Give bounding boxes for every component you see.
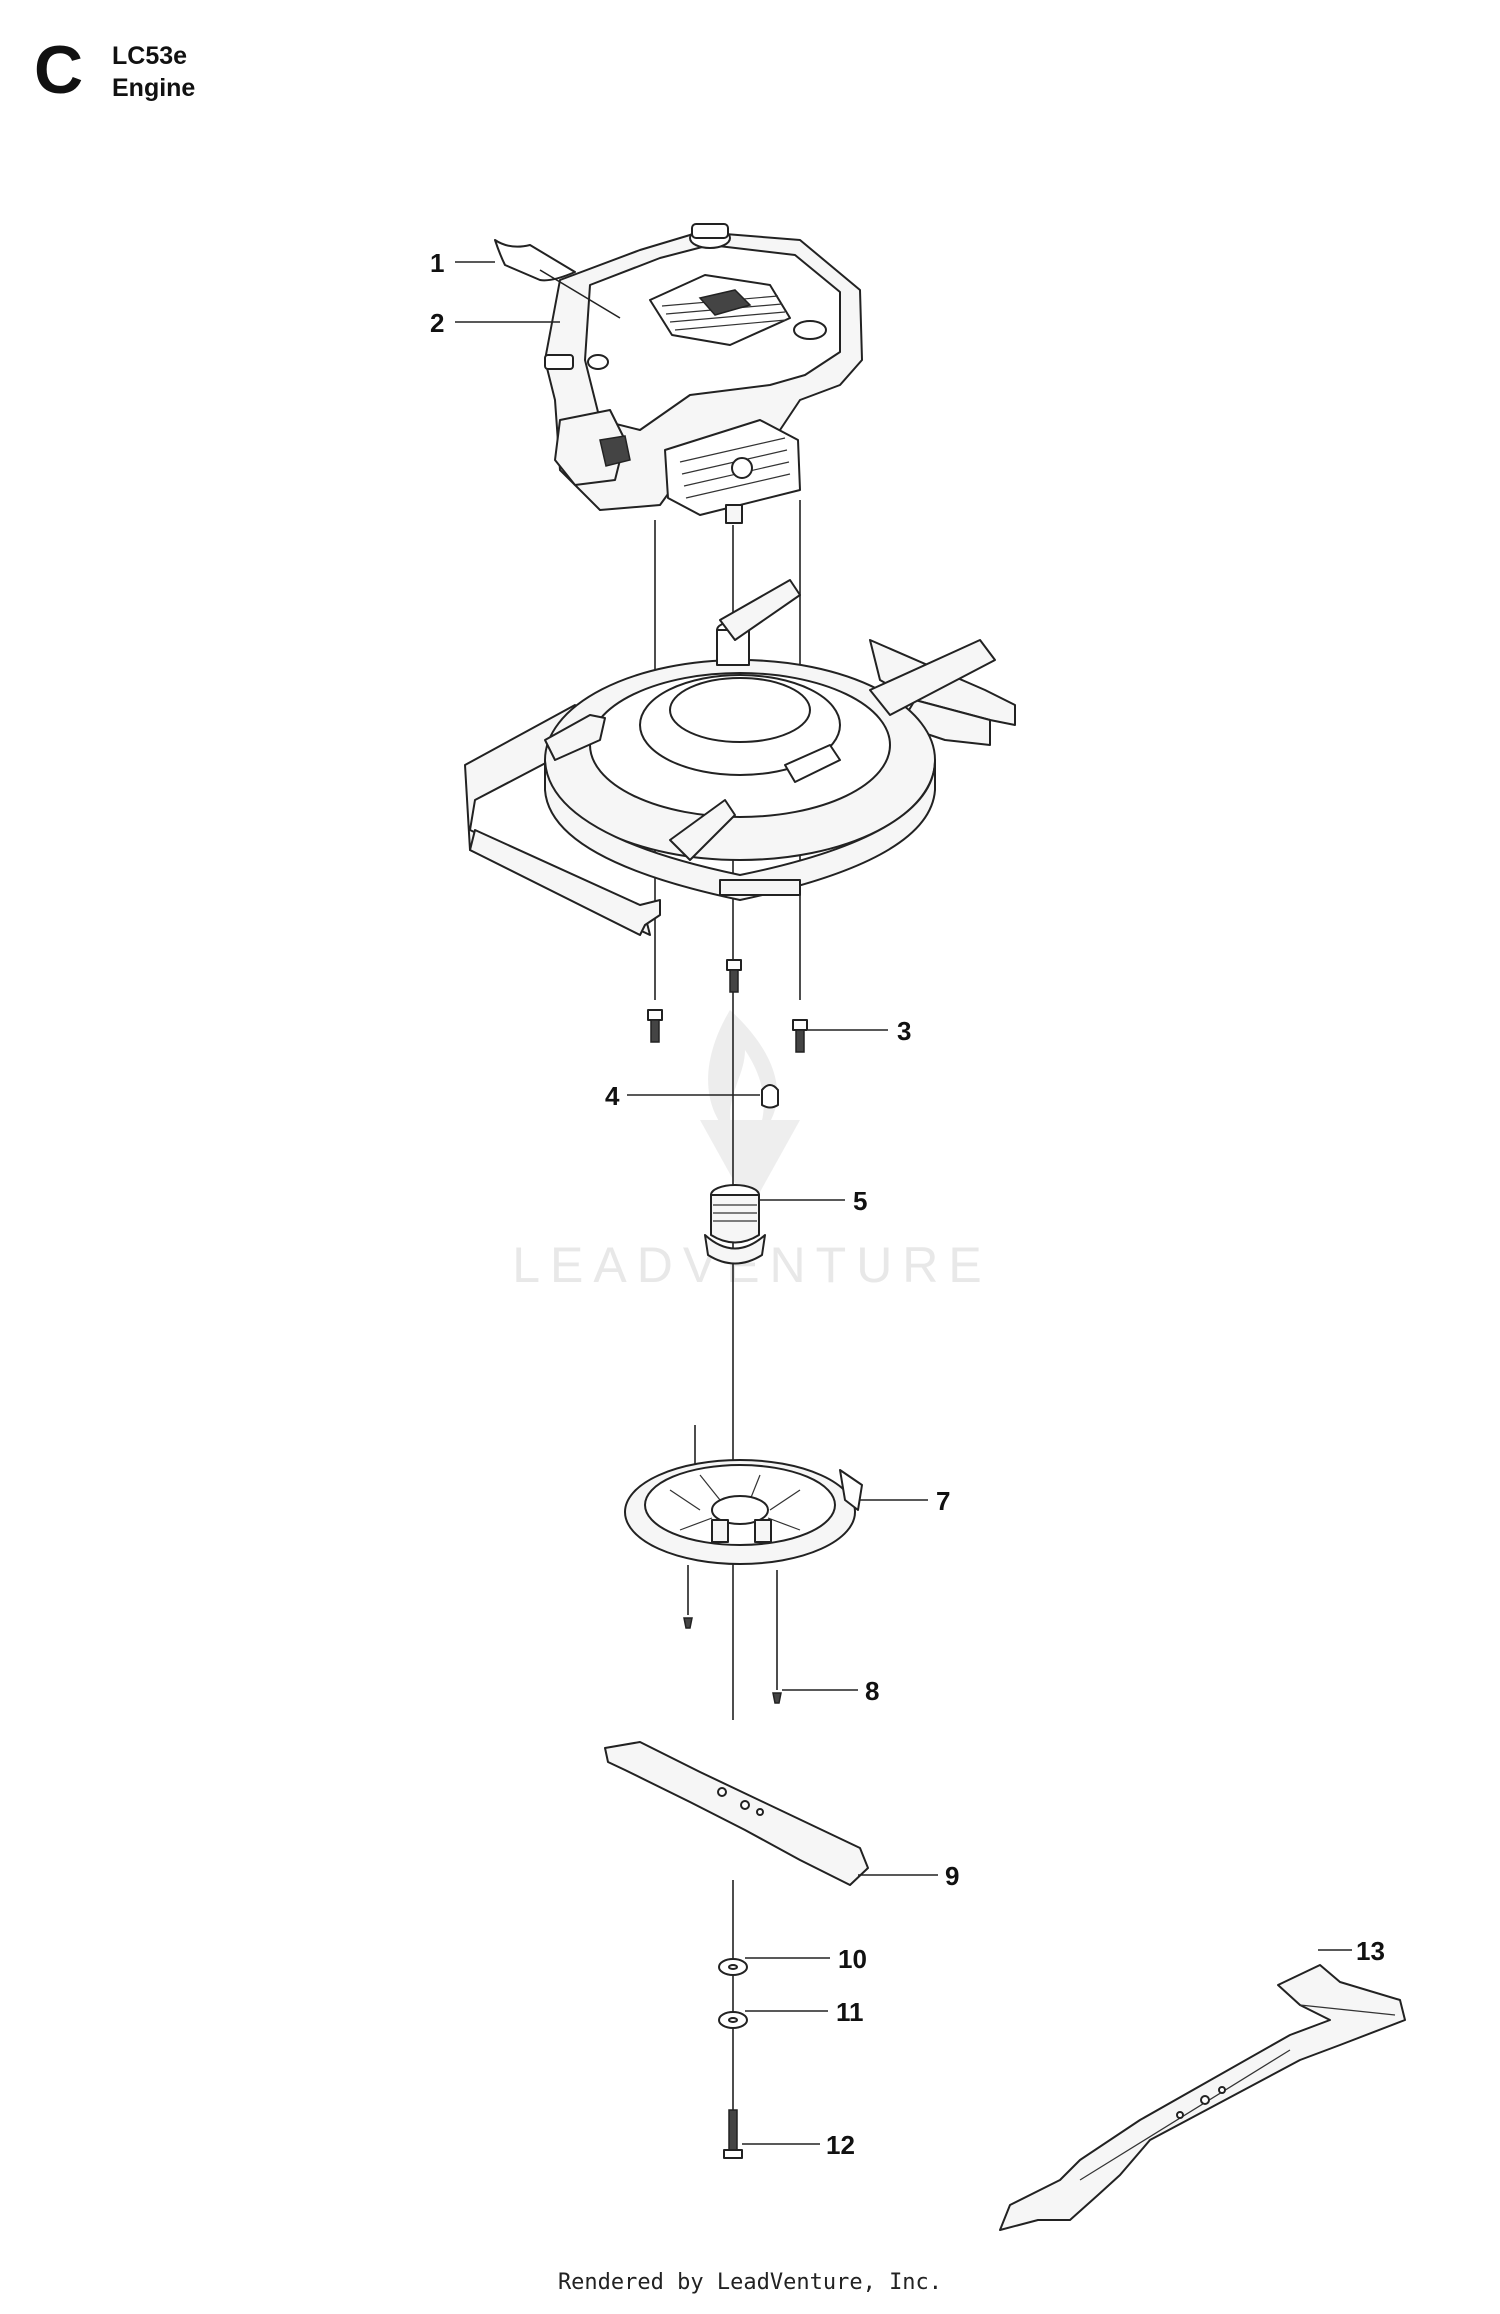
callout-number: 12: [826, 2130, 855, 2160]
footer-credit: Rendered by LeadVenture, Inc.: [557, 2270, 943, 2295]
woodruff-key: [761, 1084, 779, 1109]
callout-12: 12: [742, 2130, 855, 2160]
cutting-blade: [604, 1741, 869, 1886]
callout-number: 5: [853, 1186, 867, 1216]
callout-3: 3: [808, 1016, 911, 1046]
blade-bolt: [723, 2109, 743, 2159]
callout-7: 7: [860, 1486, 950, 1516]
callout-number: 11: [836, 1997, 864, 2027]
callout-10: 10: [745, 1944, 867, 1974]
callout-11: 11: [745, 1997, 864, 2027]
washers: [718, 1958, 748, 2029]
callout-number: 10: [838, 1944, 867, 1974]
mower-deck: [464, 579, 1016, 936]
callout-number: 13: [1356, 1936, 1385, 1966]
callout-number: 1: [430, 248, 444, 278]
callout-number: 9: [945, 1861, 959, 1891]
section-name: Engine: [112, 74, 196, 102]
callout-number: 3: [897, 1016, 911, 1046]
callout-number: 2: [430, 308, 444, 338]
callout-9: 9: [858, 1861, 959, 1891]
section-letter: C: [34, 32, 84, 108]
disc-screw-left: [683, 1617, 693, 1629]
disc-screw-right: [772, 1692, 782, 1704]
callout-number: 4: [605, 1081, 620, 1111]
callout-4: 4: [605, 1081, 760, 1111]
engine-assembly: [544, 223, 863, 524]
decal-part: [494, 239, 576, 282]
callout-8: 8: [782, 1676, 879, 1706]
mount-bolts: [647, 959, 808, 1053]
model-name: LC53e: [112, 42, 188, 70]
callout-2: 2: [430, 308, 560, 338]
blade-adapter: [704, 1184, 766, 1265]
callout-5: 5: [760, 1186, 867, 1216]
callout-number: 8: [865, 1676, 879, 1706]
blade-carrier-disc: [624, 1425, 863, 1690]
callout-1: 1: [430, 248, 621, 319]
callout-number: 7: [936, 1486, 950, 1516]
callout-13: 13: [1318, 1936, 1385, 1966]
